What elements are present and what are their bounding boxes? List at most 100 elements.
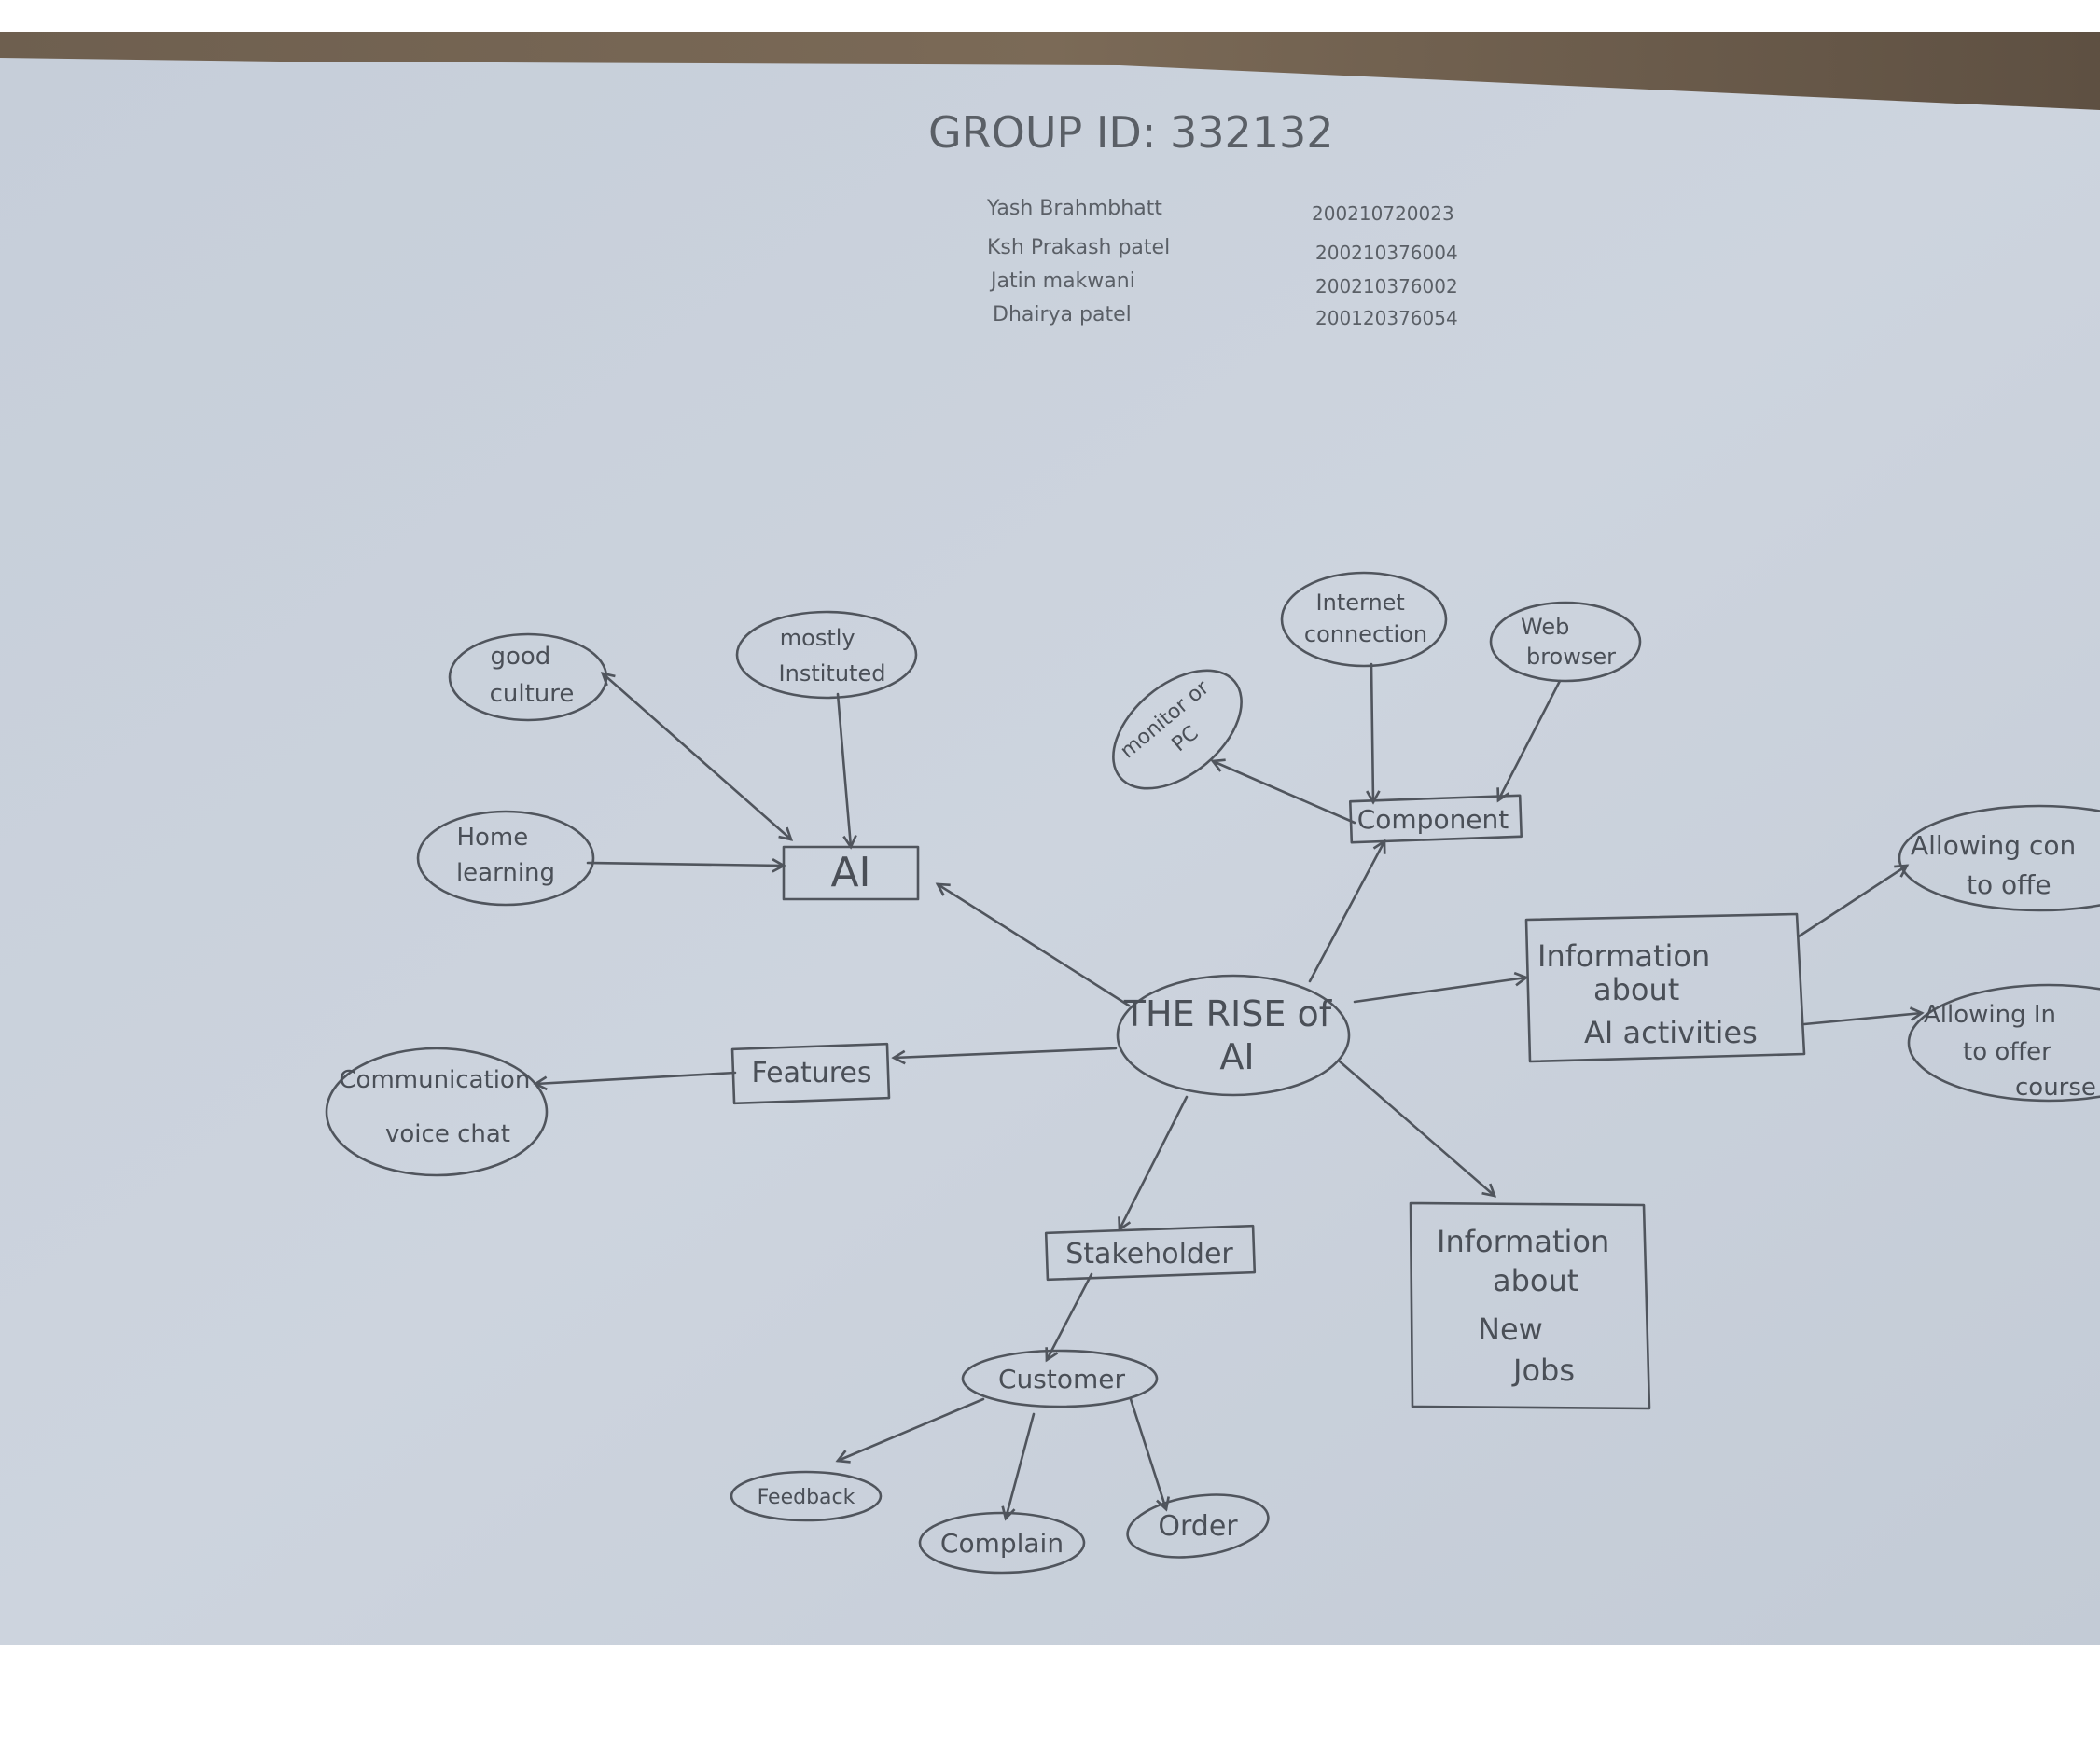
component-label: Component	[1357, 804, 1509, 835]
order-label: Order	[1158, 1510, 1238, 1543]
edge-monitor-component	[1213, 761, 1356, 825]
complain-ellipse	[918, 1511, 1086, 1575]
home-learning-line: learning	[456, 859, 555, 887]
web-browser-label: Web browser	[1521, 614, 1616, 670]
info-jobs-line: about	[1493, 1263, 1578, 1298]
home-learning-label: Home learning	[456, 824, 555, 887]
member-name: Yash Brahmbhatt	[986, 197, 1162, 220]
internet-connection-node: Internet connection	[1280, 571, 1448, 668]
paper-sheet	[0, 58, 2100, 1645]
member-id: 200210376002	[1315, 275, 1458, 298]
allowing-2-line: course	[2015, 1074, 2096, 1102]
edge-infoai-allowing1	[1797, 866, 1907, 938]
info-ai-line: Information	[1537, 938, 1710, 974]
center-label-line: AI	[1219, 1036, 1254, 1077]
web-browser-line: browser	[1526, 644, 1616, 670]
info-ai-node: Information about AI activities	[1524, 912, 1806, 1063]
allowing-1-node: Allowing con to offe	[1898, 804, 2100, 912]
customer-ellipse	[961, 1349, 1159, 1408]
edge-stakeholder-customer	[1047, 1272, 1093, 1360]
allowing-2-line: to offer	[1963, 1038, 2051, 1066]
member-id: 200120376054	[1315, 307, 1458, 329]
group-id-text: GROUP ID: 332132	[928, 107, 1334, 158]
mostly-instituted-line: mostly	[780, 625, 855, 651]
center-label: THE RISE of AI	[1123, 993, 1342, 1077]
info-jobs-line: Information	[1437, 1224, 1609, 1259]
customer-node: Customer	[961, 1349, 1159, 1408]
web-browser-ellipse	[1489, 601, 1642, 683]
internet-connection-line: connection	[1304, 621, 1427, 647]
edge-center-infoai	[1353, 978, 1526, 1004]
allowing-2-ellipse	[1907, 983, 2100, 1103]
features-label: Features	[752, 1057, 872, 1089]
allowing-1-line: Allowing con	[1911, 830, 2076, 861]
edge-homelearning-ai	[586, 863, 784, 866]
communication-ellipse	[325, 1047, 549, 1177]
web-browser-line: Web	[1521, 614, 1569, 640]
monitor-pc-ellipse	[1112, 669, 1243, 790]
allowing-2-label: Allowing In to offer course	[1924, 1001, 2096, 1102]
center-node: THE RISE of AI	[1116, 974, 1351, 1097]
mostly-instituted-node: mostly Instituted	[735, 610, 918, 700]
info-ai-line: about	[1593, 972, 1679, 1007]
allowing-1-ellipse	[1898, 804, 2100, 912]
member-id: 200210376004	[1315, 242, 1458, 264]
info-ai-label: Information about AI activities	[1537, 938, 1758, 1050]
edge-center-stakeholder	[1120, 1095, 1189, 1229]
mostly-instituted-label: mostly Instituted	[779, 625, 886, 687]
bottom-border	[0, 1645, 2100, 1762]
allowing-2-line: Allowing In	[1924, 1001, 2056, 1029]
feedback-node: Feedback	[730, 1470, 883, 1522]
info-jobs-line: Jobs	[1511, 1353, 1575, 1388]
feedback-ellipse	[730, 1470, 883, 1522]
edge-center-ai	[938, 884, 1131, 1007]
internet-connection-ellipse	[1280, 571, 1448, 668]
ai-node: AI	[782, 845, 920, 901]
mostly-instituted-line: Instituted	[779, 660, 886, 687]
internet-connection-label: Internet connection	[1304, 590, 1427, 647]
edge-customer-order	[1129, 1397, 1166, 1509]
good-culture-line: good	[490, 643, 550, 671]
info-jobs-box	[1409, 1201, 1651, 1410]
features-node: Features	[730, 1042, 891, 1105]
allowing-1-line: to offe	[1967, 869, 2051, 900]
communication-line: Communication	[339, 1066, 530, 1094]
connectors	[535, 662, 1922, 1519]
stakeholder-box	[1044, 1224, 1257, 1282]
info-jobs-line: New	[1478, 1311, 1543, 1347]
home-learning-line: Home	[456, 824, 528, 852]
allowing-2-node: Allowing In to offer course	[1907, 983, 2100, 1103]
mostly-instituted-ellipse	[735, 610, 918, 700]
info-jobs-node: Information about New Jobs	[1409, 1201, 1651, 1410]
communication-node: Communication voice chat	[325, 1047, 549, 1177]
edge-internet-component	[1371, 662, 1373, 802]
customer-label: Customer	[998, 1364, 1125, 1394]
edge-browser-component	[1498, 679, 1562, 800]
member-name: Ksh Prakash patel	[987, 236, 1170, 259]
stakeholder-label: Stakeholder	[1065, 1238, 1233, 1270]
web-browser-node: Web browser	[1489, 601, 1642, 683]
stakeholder-node: Stakeholder	[1044, 1224, 1257, 1282]
edge-instituted-ai	[836, 692, 851, 847]
features-box	[730, 1042, 891, 1105]
edge-goodculture-ai	[603, 673, 791, 839]
feedback-label: Feedback	[758, 1486, 855, 1509]
info-ai-line: AI activities	[1584, 1015, 1758, 1050]
info-jobs-label: Information about New Jobs	[1437, 1224, 1619, 1388]
ai-box	[782, 845, 920, 901]
edge-center-component	[1308, 841, 1384, 983]
communication-label: Communication voice chat	[339, 1066, 537, 1148]
component-box	[1348, 794, 1523, 844]
edge-customer-complain	[1006, 1412, 1036, 1519]
member-name: Jatin makwani	[989, 270, 1135, 293]
info-ai-box	[1524, 912, 1806, 1063]
center-label-line: THE RISE of	[1123, 993, 1333, 1034]
internet-connection-line: Internet	[1316, 590, 1405, 616]
good-culture-ellipse	[448, 632, 608, 722]
order-ellipse	[1126, 1493, 1270, 1559]
top-border	[0, 0, 2100, 32]
good-culture-line: culture	[490, 680, 575, 708]
member-id: 200210720023	[1312, 202, 1454, 225]
